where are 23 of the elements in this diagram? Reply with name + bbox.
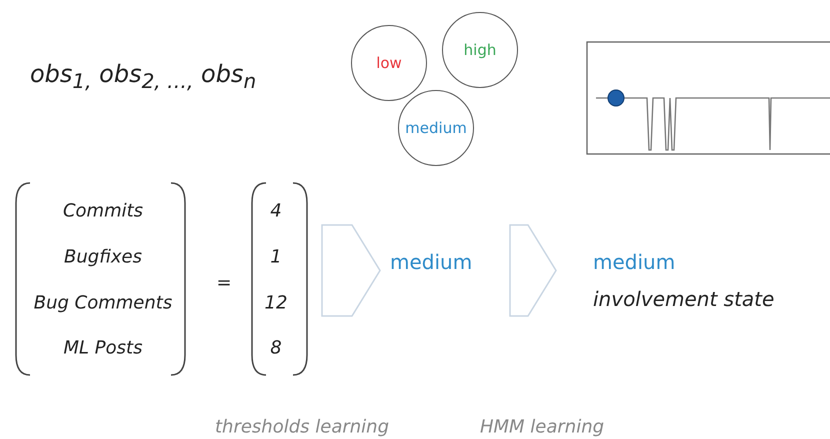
value-text: 8 — [270, 338, 282, 358]
metric-name: ML Posts — [64, 338, 142, 358]
state-label: medium — [405, 119, 467, 137]
observation-sequence: obs$_{1,}$ obs$_{2, …,}$ obs$_{n}$ — [30, 60, 256, 93]
state-label: medium — [593, 250, 676, 274]
state-label: medium — [390, 250, 472, 274]
equals-sign: = — [216, 272, 232, 294]
value-text: 1 — [270, 246, 282, 268]
step-caption: thresholds learning — [215, 416, 389, 438]
state-circle — [398, 90, 474, 166]
state-label: high — [464, 41, 496, 59]
value-text: 4 — [270, 200, 282, 222]
state-circle — [351, 25, 427, 101]
metric-name: Bug Comments — [34, 292, 172, 314]
caption-text: involvement state — [593, 287, 774, 311]
step-caption: HMM learning — [480, 416, 604, 438]
state-circle — [442, 12, 518, 88]
chevron-arrow — [509, 224, 557, 317]
chevron-arrow — [321, 224, 381, 317]
value-text: 12 — [264, 292, 288, 314]
state-label: low — [376, 54, 402, 72]
metric-name: Bugfixes — [64, 246, 142, 268]
metric-name: Commits — [62, 200, 144, 222]
